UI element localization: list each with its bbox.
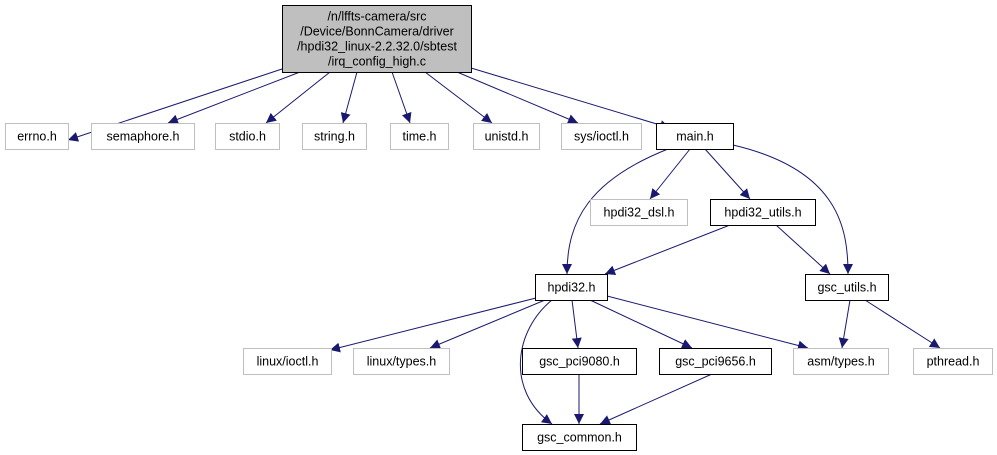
edge-hpdi32-to-gscpci9656	[589, 299, 693, 349]
edge-root-to-main	[470, 67, 671, 130]
edge-hpdi32utils-to-hpdi32	[604, 224, 731, 276]
edge-root-to-semaphore	[167, 71, 301, 125]
node-gscpci9656-box	[659, 348, 772, 375]
node-linuxtypes-box	[353, 348, 450, 375]
edge-gscutils-to-pthread	[864, 299, 941, 349]
edge-root-to-unistd	[424, 71, 493, 124]
node-stdio-label: stdio.h	[229, 130, 266, 144]
edge-root-to-time	[391, 71, 412, 124]
node-linuxtypes: linux/types.h	[353, 348, 450, 375]
node-gscutils[interactable]: gsc_utils.h	[805, 274, 889, 301]
node-hpdi32dsl-box	[590, 199, 688, 226]
node-time-label: time.h	[402, 130, 436, 144]
node-gscutils-box	[805, 274, 889, 301]
node-gscutils-label: gsc_utils.h	[817, 281, 876, 295]
edge-hpdi32-to-linuxtypes	[429, 299, 546, 349]
node-string: string.h	[302, 123, 367, 150]
node-linuxtypes-label: linux/types.h	[367, 355, 437, 369]
edge-hpdi32-to-gsccommon	[519, 299, 553, 425]
node-sysioctl-label: sys/ioctl.h	[574, 130, 629, 144]
node-unistd-box	[473, 123, 540, 150]
node-linuxioctl-label: linux/ioctl.h	[257, 355, 319, 369]
node-asmtypes: asm/types.h	[793, 348, 889, 375]
node-root-label: /n/lffts-camera/src	[327, 10, 426, 24]
node-time: time.h	[390, 123, 449, 150]
node-hpdi32utils-box	[710, 199, 816, 226]
edge-hpdi32-to-linuxioctl	[329, 296, 541, 353]
node-sysioctl-box	[561, 123, 642, 150]
node-stdio-box	[215, 123, 280, 150]
nodes-layer: /n/lffts-camera/src/Device/BonnCamera/dr…	[5, 5, 993, 451]
node-linuxioctl-box	[243, 348, 332, 375]
edge-hpdi32utils-to-gscutils	[775, 224, 831, 275]
node-errno-label: errno.h	[17, 130, 57, 144]
node-hpdi32[interactable]: hpdi32.h	[535, 274, 608, 301]
node-unistd-label: unistd.h	[485, 130, 529, 144]
node-errno: errno.h	[5, 123, 69, 150]
node-time-box	[390, 123, 449, 150]
node-sysioctl: sys/ioctl.h	[561, 123, 642, 150]
node-pthread: pthread.h	[913, 348, 993, 375]
edge-hpdi32-to-asmtypes	[606, 295, 809, 351]
edge-root-to-stdio	[265, 71, 331, 124]
node-string-label: string.h	[314, 130, 355, 144]
node-gscpci9080-label: gsc_pci9080.h	[539, 355, 620, 369]
node-root-label: /hpdi32_linux-2.2.32.0/sbtest	[297, 40, 457, 54]
edge-root-to-sysioctl	[456, 71, 579, 124]
node-unistd: unistd.h	[473, 123, 540, 150]
edge-main-to-hpdi32dsl	[649, 148, 691, 200]
node-gscpci9080[interactable]: gsc_pci9080.h	[522, 348, 637, 375]
node-main-label: main.h	[676, 130, 714, 144]
node-pthread-label: pthread.h	[927, 355, 980, 369]
node-root[interactable]: /n/lffts-camera/src/Device/BonnCamera/dr…	[282, 5, 472, 73]
node-gscpci9656-label: gsc_pci9656.h	[675, 355, 756, 369]
node-hpdi32-box	[535, 274, 608, 301]
node-semaphore-box	[91, 123, 195, 150]
node-root-label: /Device/BonnCamera/driver	[300, 25, 454, 39]
node-hpdi32dsl-label: hpdi32_dsl.h	[604, 206, 675, 220]
node-gscpci9080-box	[522, 348, 637, 375]
node-asmtypes-box	[793, 348, 889, 375]
node-semaphore: semaphore.h	[91, 123, 195, 150]
edges-layer	[67, 67, 941, 425]
edge-gscutils-to-asmtypes	[838, 299, 851, 349]
node-main[interactable]: main.h	[656, 123, 734, 150]
edge-main-to-hpdi32	[562, 148, 669, 275]
node-hpdi32-label: hpdi32.h	[548, 281, 596, 295]
edge-gscpci9656-to-gsccommon	[599, 373, 713, 425]
node-string-box	[302, 123, 367, 150]
node-root-box	[282, 5, 472, 73]
node-stdio: stdio.h	[215, 123, 280, 150]
edge-hpdi32-to-gscpci9080	[571, 299, 582, 349]
node-hpdi32utils[interactable]: hpdi32_utils.h	[710, 199, 816, 226]
node-hpdi32dsl: hpdi32_dsl.h	[590, 199, 688, 226]
node-hpdi32utils-label: hpdi32_utils.h	[724, 206, 801, 220]
edge-main-to-hpdi32utils	[704, 148, 751, 200]
edge-main-to-gscutils	[732, 144, 853, 275]
edge-root-to-string	[340, 71, 358, 124]
node-asmtypes-label: asm/types.h	[807, 355, 874, 369]
node-semaphore-label: semaphore.h	[107, 130, 180, 144]
node-errno-box	[5, 123, 69, 150]
node-gsccommon-label: gsc_common.h	[537, 431, 622, 445]
node-gscpci9656[interactable]: gsc_pci9656.h	[659, 348, 772, 375]
node-gsccommon-box	[522, 424, 637, 451]
node-linuxioctl: linux/ioctl.h	[243, 348, 332, 375]
node-pthread-box	[913, 348, 993, 375]
node-gsccommon[interactable]: gsc_common.h	[522, 424, 637, 451]
node-root-label: /irq_config_high.c	[328, 55, 426, 69]
node-main-box	[656, 123, 734, 150]
